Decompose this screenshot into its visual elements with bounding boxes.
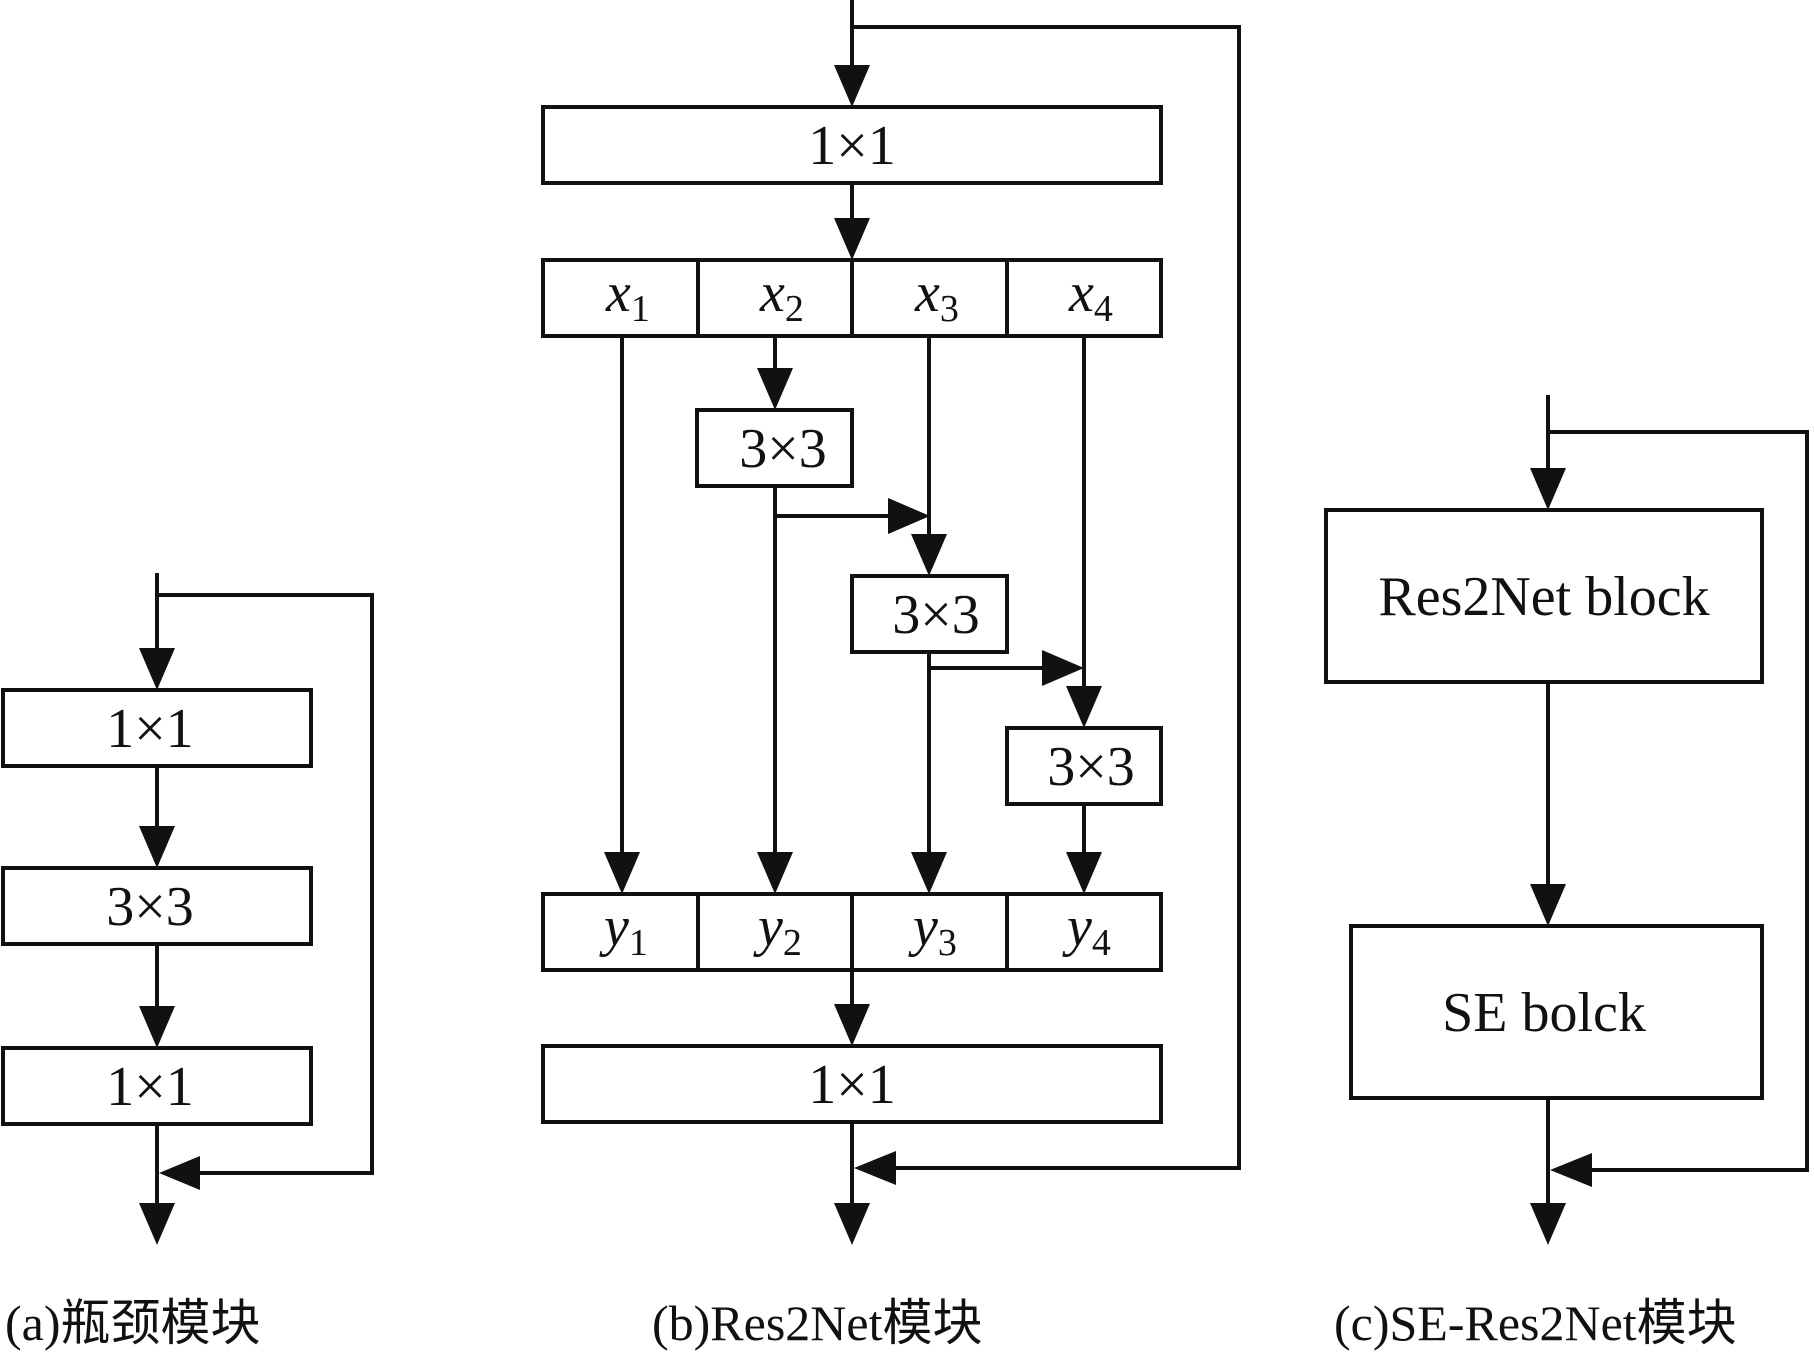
panel-c-caption: (c)SE-Res2Net模块 — [1334, 1295, 1737, 1351]
panel-a-box-3 — [1, 1046, 313, 1126]
panel-b-bottom-1x1-label: 1×1 — [808, 1054, 896, 1116]
panel-b-output-y1: y1 — [599, 896, 648, 964]
panel-b-split-x3: x3 — [914, 262, 959, 330]
panel-b-split-x1: x1 — [605, 262, 650, 330]
panel-a-caption: (a)瓶颈模块 — [5, 1295, 261, 1351]
panel-b-conv-1-to-x3-arrowhead — [888, 498, 930, 534]
panel-b-conv-2-to-x4-arrowhead — [1042, 650, 1084, 686]
panel-c-se-res2net: Res2Net block SE bolck (c)SE-Res2Net模块 — [1324, 395, 1809, 1351]
panel-b-split-x4: x4 — [1068, 262, 1113, 330]
panel-c-se-block — [1349, 924, 1764, 1100]
panel-c-output-arrowhead — [1530, 1203, 1566, 1245]
panel-a-box-2-label: 3×3 — [106, 876, 194, 938]
panel-a-box-1-label: 1×1 — [106, 698, 194, 760]
panel-b-split-arrowhead — [834, 218, 870, 260]
panel-b-output-arrowhead — [834, 1203, 870, 1245]
panel-c-res2net-block — [1324, 508, 1764, 684]
panel-a-output-arrowhead — [139, 1203, 175, 1245]
panel-a-input-arrowhead — [139, 648, 175, 690]
panel-b-output-y4: y4 — [1062, 896, 1111, 964]
panel-c-skip-arrowhead — [1550, 1153, 1592, 1187]
panel-b-conv-1-label: 3×3 — [739, 418, 827, 480]
panel-b-top-1x1-label: 1×1 — [808, 115, 896, 177]
panel-a-skip-arrowhead — [159, 1156, 200, 1190]
panel-a-box-3-label: 1×1 — [106, 1056, 194, 1118]
panel-b-output-y3: y3 — [908, 896, 957, 964]
panel-a-bottleneck: 1×1 3×3 1×1 (a)瓶颈模块 — [1, 573, 374, 1351]
panel-a-arrowhead-1 — [139, 826, 175, 868]
panel-a-skip-connection — [157, 593, 374, 1175]
panel-b-conv-3-out-arrowhead — [1066, 852, 1102, 894]
panel-a-arrowhead-2 — [139, 1006, 175, 1048]
panel-b-split-x2: x2 — [759, 262, 804, 330]
panel-b-x2-arrowhead — [757, 368, 793, 410]
panel-b-caption: (b)Res2Net模块 — [652, 1295, 983, 1351]
panel-a-box-1 — [1, 688, 313, 768]
panel-b-bottom-arrowhead — [834, 1004, 870, 1046]
panel-c-input-arrowhead — [1530, 468, 1566, 510]
panel-b-input-arrowhead — [834, 65, 870, 107]
panel-b-skip-connection — [852, 25, 1241, 1170]
panel-b-x1-arrowhead — [604, 852, 640, 894]
panel-b-conv-2-out-arrowhead — [911, 852, 947, 894]
panel-c-se-block-label: SE bolck — [1442, 982, 1646, 1044]
panel-b-skip-arrowhead — [854, 1151, 896, 1185]
panel-b-output-y2: y2 — [753, 896, 802, 964]
panel-a-box-2 — [1, 866, 313, 946]
panel-b-conv-3-label: 3×3 — [1047, 736, 1135, 798]
panel-c-skip-connection — [1548, 430, 1809, 1172]
panel-c-middle-arrowhead — [1530, 884, 1566, 926]
panel-b-res2net: 1×1 x1 x2 x3 x4 3×3 3×3 — [541, 0, 1241, 1351]
panel-b-conv-3 — [1005, 726, 1163, 806]
panel-b-conv-2-label: 3×3 — [892, 584, 980, 646]
panel-b-conv-1-out-arrowhead — [757, 852, 793, 894]
panel-b-x3-arrowhead — [911, 534, 947, 576]
panel-c-res2net-block-label: Res2Net block — [1378, 566, 1709, 628]
panel-b-x4-arrowhead — [1066, 686, 1102, 728]
